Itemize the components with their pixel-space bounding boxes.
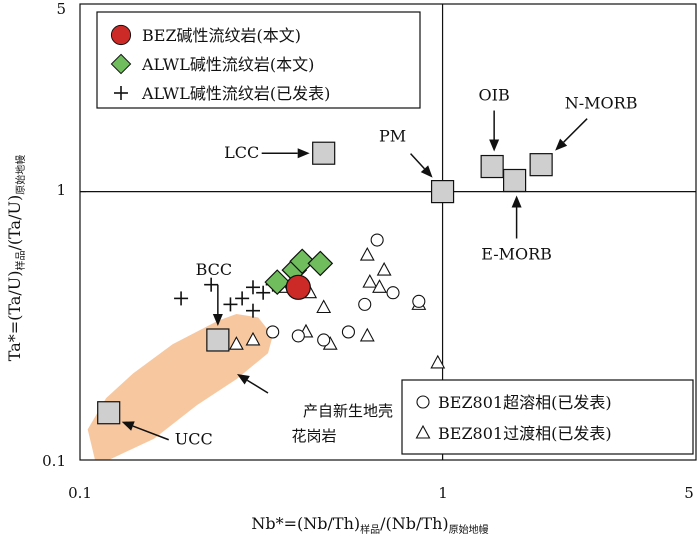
label-e-morb: E-MORB: [481, 244, 552, 263]
arrow-ucc: [121, 421, 169, 441]
arrow-n-morb: [555, 118, 588, 151]
legend-top-marker-0: [110, 24, 132, 46]
y-axis-title: Ta*=(Ta/U)样品/(Ta/U)原始地幔: [5, 155, 27, 361]
axis-ticks: [79, 3, 697, 461]
data-series: [174, 233, 446, 369]
series-4-point-3: [372, 279, 387, 293]
plot-area-frame: [79, 3, 697, 461]
series-2-point-0: [174, 291, 189, 306]
legend-top: BEZ碱性流纹岩(本文) ALWL碱性流纹岩(本文) ALWL碱性流纹岩(已发表): [96, 11, 421, 109]
series-4-point-10: [245, 331, 261, 346]
series-3-point-5: [386, 286, 400, 300]
series-0-point-0: [285, 274, 311, 300]
legend-top-marker-2: [114, 86, 128, 100]
label-lcc: LCC: [224, 143, 259, 162]
series-2-point-4: [245, 280, 260, 295]
y-axis-title-sub2: 原始地幔: [14, 155, 27, 195]
series-3-point-6: [412, 294, 426, 308]
series-3-point-4: [358, 297, 372, 311]
series-2-point-7: [245, 303, 260, 318]
series-4-point-2: [362, 273, 378, 288]
series-2-point-2: [223, 297, 238, 312]
arrow-bcc: [212, 284, 223, 326]
x-axis-title-sub2: 原始地幔: [449, 523, 489, 536]
series-3-point-1: [291, 329, 305, 343]
series-4-point-9: [430, 354, 446, 369]
label-ucc: UCC: [175, 430, 213, 449]
y-tick-label-1: 1: [56, 181, 66, 199]
series-3-point-3: [341, 325, 355, 339]
x-axis-title-main: Nb*=(Nb/Th): [251, 514, 360, 533]
arrow-e-morb: [511, 195, 522, 239]
y-axis-title-main: Ta*=(Ta/U): [5, 271, 24, 362]
series-2-point-3: [235, 291, 250, 306]
x-axis-title-sub1: 样品: [360, 523, 380, 536]
series-1-point-2: [289, 248, 316, 275]
arrow-field: [237, 374, 269, 394]
reference-oib: [480, 154, 504, 179]
legend-bottom-box: [401, 379, 694, 455]
x-tick-label-0: 0.1: [68, 484, 92, 502]
legend-top-label-2: ALWL碱性流纹岩(已发表): [141, 84, 330, 103]
series-4-point-1: [376, 261, 392, 276]
series-1-point-0: [264, 269, 291, 295]
series-3-point-0: [370, 233, 384, 247]
annotations: LCC PM OIB N-MORB E-MORB BCC UCC: [121, 86, 638, 449]
reference-bcc: [206, 328, 230, 352]
label-bcc: BCC: [196, 260, 233, 279]
legend-top-label-1: ALWL碱性流纹岩(本文): [141, 55, 314, 74]
series-3-point-7: [266, 325, 280, 339]
legend-bottom-label-0: BEZ801超溶相(已发表): [438, 393, 612, 412]
legend-top-marker-1: [110, 53, 132, 75]
label-pm: PM: [379, 127, 406, 146]
reference-markers: [97, 141, 553, 425]
y-tick-label-0: 0.1: [42, 452, 66, 470]
reference-lcc: [312, 141, 336, 165]
label-n-morb: N-MORB: [565, 94, 638, 113]
reference-nmorb: [529, 153, 553, 177]
series-4-point-7: [359, 327, 375, 342]
legend-bottom-marker-0: [416, 395, 430, 409]
y-axis-title-sub1: 样品: [14, 251, 27, 271]
x-axis-title-mid: /(Nb/Th): [380, 514, 448, 533]
x-tick-label-1: 1: [438, 484, 448, 502]
legend-top-box: [96, 11, 421, 109]
legend-bottom-label-1: BEZ801过渡相(已发表): [438, 424, 612, 443]
series-2-point-5: [256, 285, 271, 300]
series-4-point-0: [359, 246, 375, 261]
reference-emorb: [503, 168, 527, 193]
series-2-point-1: [204, 277, 219, 292]
arrow-lcc: [261, 148, 310, 159]
reference-pm: [430, 180, 455, 204]
reference-ucc: [97, 401, 121, 425]
arrow-oib: [489, 110, 500, 152]
legend-top-label-0: BEZ碱性流纹岩(本文): [142, 26, 301, 45]
x-tick-label-2: 5: [684, 484, 694, 502]
label-oib: OIB: [479, 86, 510, 105]
field-label-line2: 花岗岩: [291, 427, 336, 445]
series-4-point-4: [316, 299, 332, 314]
arrow-pm: [410, 153, 433, 178]
field-label-line1: 产自新生地壳: [303, 402, 393, 420]
x-axis-title: Nb*=(Nb/Th)样品/(Nb/Th)原始地幔: [251, 514, 488, 536]
legend-bottom: BEZ801超溶相(已发表) BEZ801过渡相(已发表): [401, 379, 694, 455]
legend-bottom-marker-1: [415, 424, 431, 439]
series-1-point-3: [307, 250, 334, 277]
y-tick-label-2: 5: [56, 0, 66, 18]
series-3-point-2: [317, 333, 331, 347]
series-4-point-11: [228, 336, 244, 350]
y-axis-title-mid: /(Ta/U): [5, 195, 24, 251]
